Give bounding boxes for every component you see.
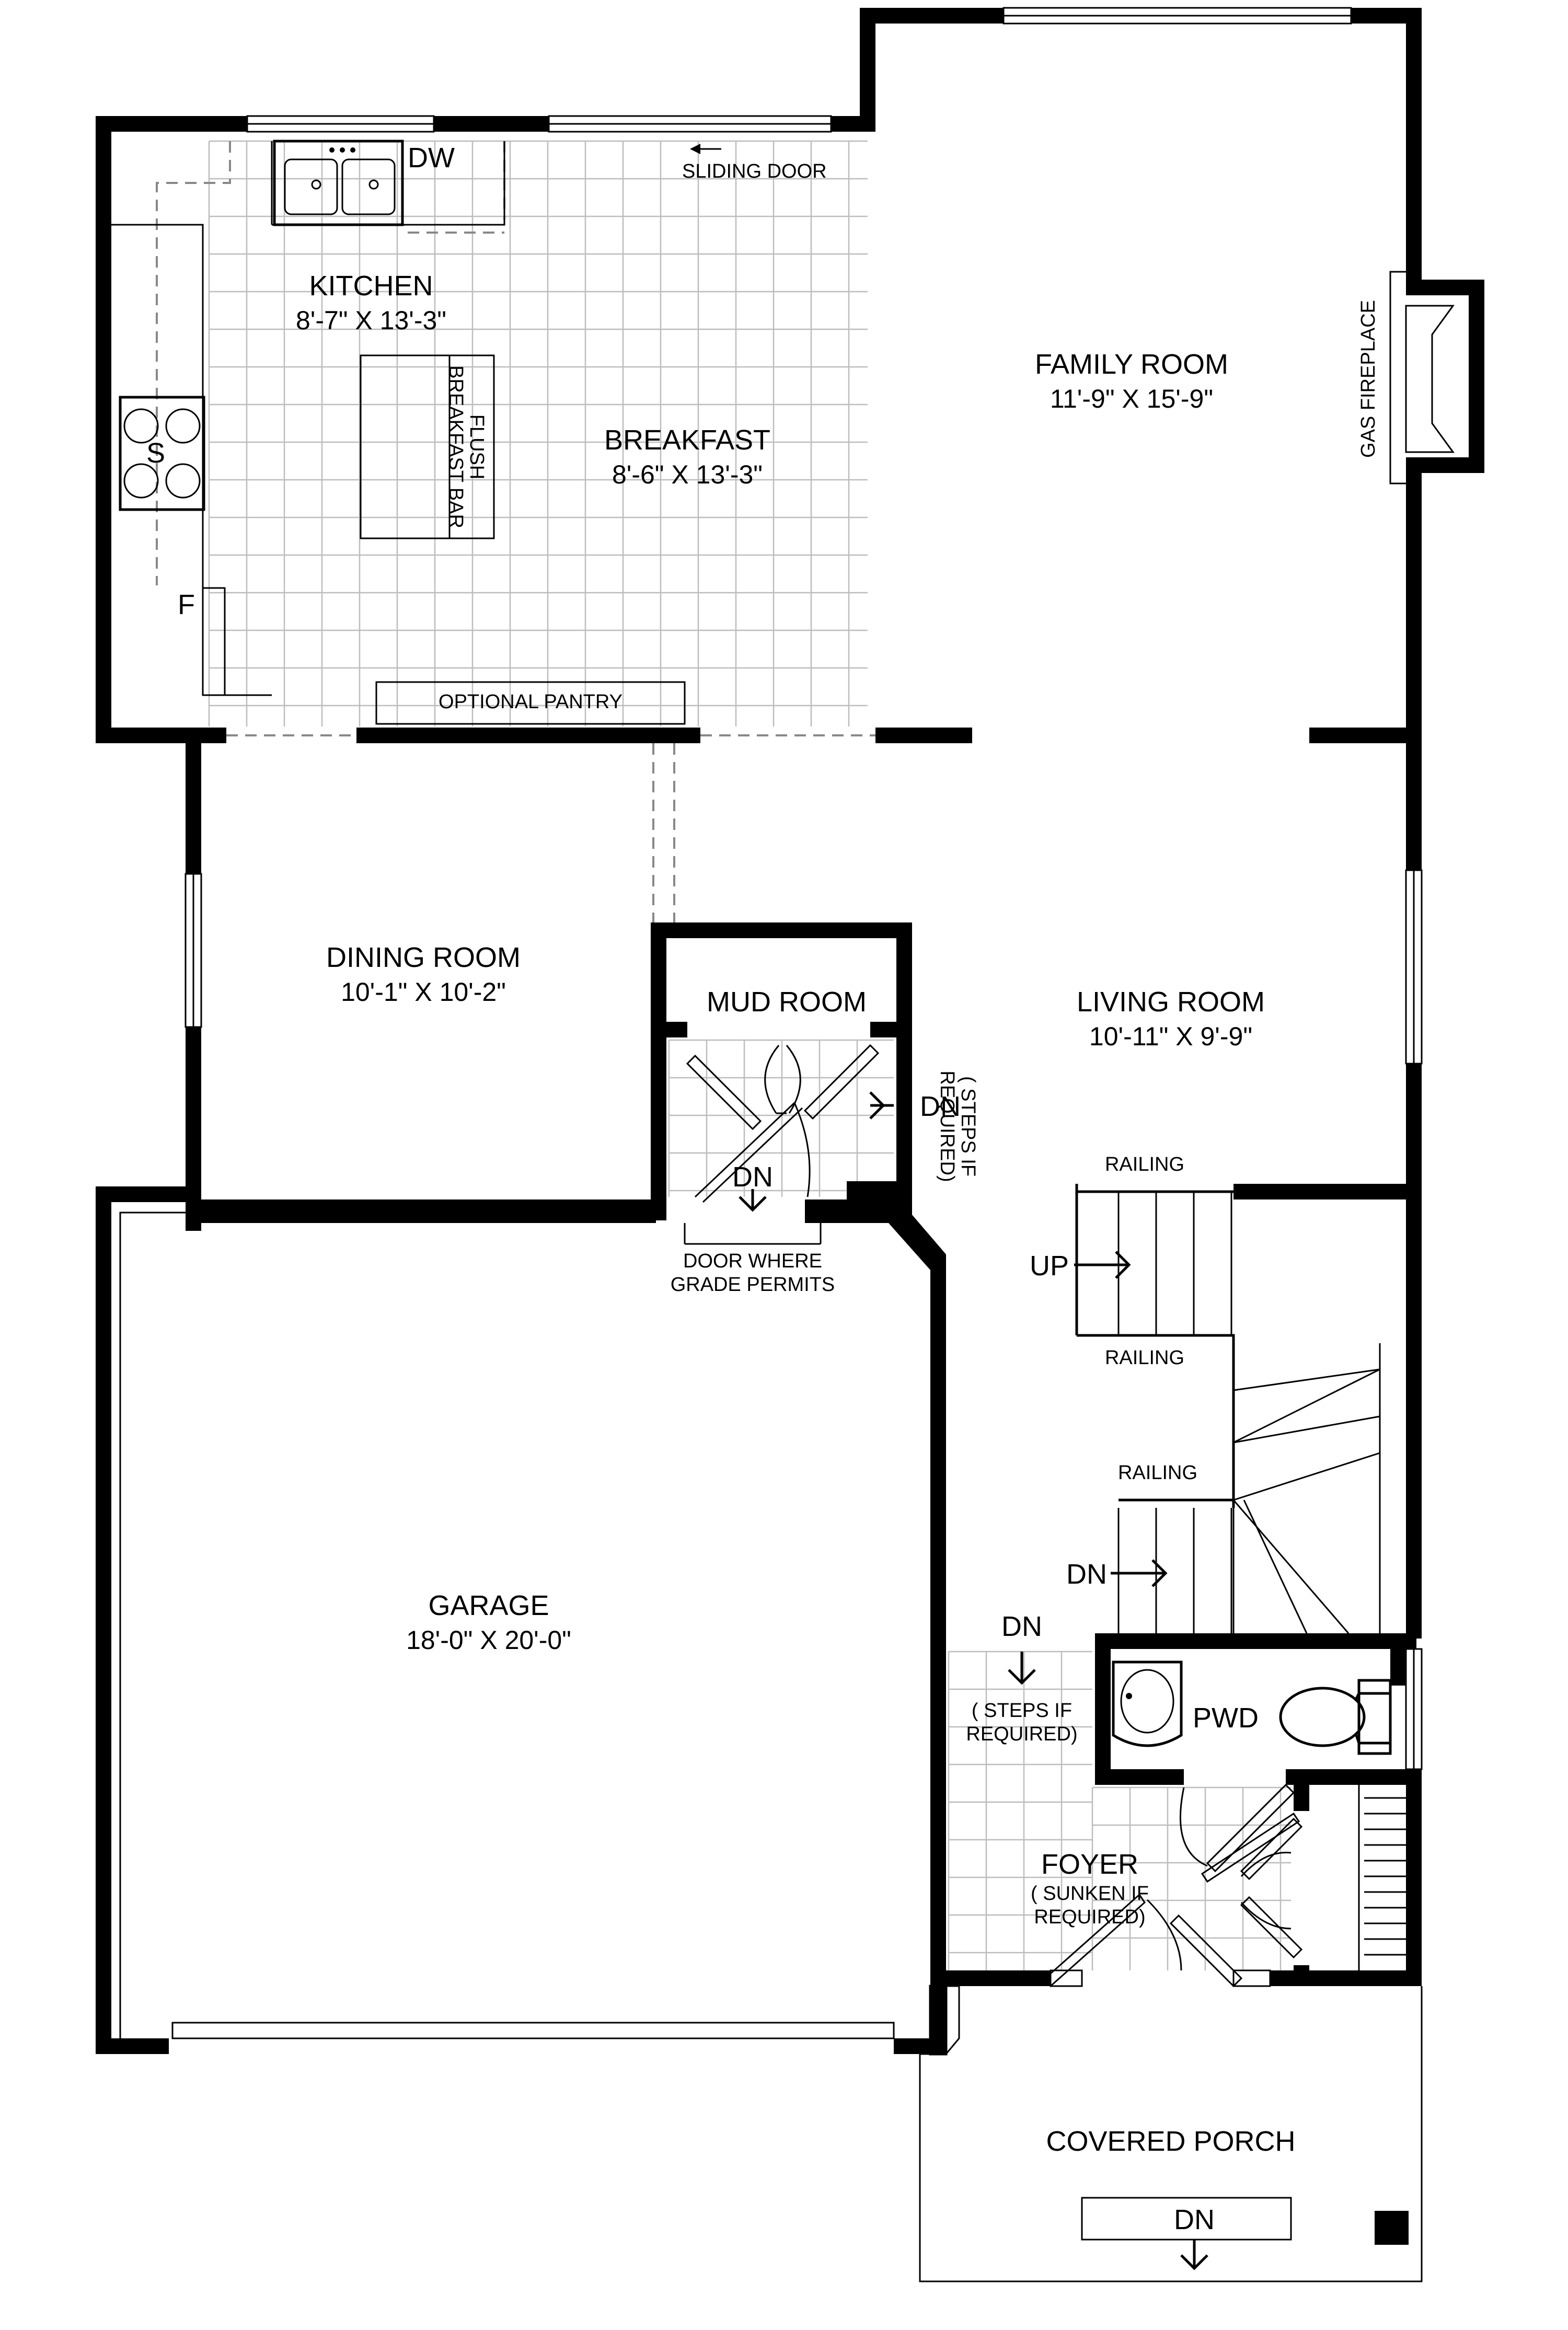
gas-fireplace-label: GAS FIREPLACE [1357,300,1379,458]
fridge-label: F [178,589,195,620]
dining-room-name: DINING ROOM [326,942,521,973]
door-grade-note-1: DOOR WHERE [683,1250,822,1272]
foyer-note-1: ( SUNKEN IF [1031,1883,1149,1905]
mud-steps-note-2: REQUIRED) [936,1070,958,1182]
doors [686,1044,1303,1988]
stair-dn-label: DN [1066,1559,1107,1590]
optional-pantry-label: OPTIONAL PANTRY [439,691,622,713]
living-room-dims: 10'-11" X 9'-9" [1089,1022,1252,1051]
foyer-tile-grid [948,1651,1291,1970]
foyer-name: FOYER [1041,1849,1138,1880]
kitchen-tile-grid [208,140,868,726]
mud-dn-label: DN [920,1091,961,1122]
stove-label: S [146,437,165,469]
door-grade-note-2: GRADE PERMITS [671,1274,835,1296]
notes-labels: DN ( STEPS IF REQUIRED) DN DOOR WHERE GR… [671,1070,1215,2235]
fixture-labels: DW SLIDING DOOR S F FLUSH BREAKFAST BAR … [146,142,1379,713]
railing-label-3: RAILING [1118,1462,1197,1484]
breakfast-dims: 8'-6" X 13'-3" [612,460,763,489]
pwd-sink-icon [1112,1660,1183,1747]
windows [185,7,1423,1987]
foyer-note-2: REQUIRED) [1034,1906,1145,1928]
mud-steps-note-1: ( STEPS IF [957,1076,979,1176]
porch-dn-label: DN [1174,2204,1215,2235]
living-room-name: LIVING ROOM [1077,986,1265,1018]
family-room-name: FAMILY ROOM [1035,349,1228,380]
stove-icon [119,396,205,511]
covered-porch-name: COVERED PORCH [1046,2126,1295,2157]
kitchen-dims: 8'-7" X 13'-3" [296,306,446,335]
dining-room-dims: 10'-1" X 10'-2" [341,977,506,1007]
stair-up-label: UP [1030,1250,1069,1282]
garage-name: GARAGE [428,1590,549,1621]
breakfast-bar-label-2: BREAKFAST BAR [445,365,467,528]
kitchen-name: KITCHEN [309,270,433,302]
foyer-steps-note-2: REQUIRED) [966,1723,1077,1745]
garage-dims: 18'-0" X 20'-0" [406,1625,571,1655]
room-labels: KITCHEN 8'-7" X 13'-3" BREAKFAST 8'-6" X… [296,270,1296,2157]
toilet-icon [1279,1679,1392,1755]
sliding-door-label: SLIDING DOOR [682,160,827,182]
breakfast-name: BREAKFAST [604,424,770,456]
pwd-name: PWD [1193,1702,1259,1734]
family-room-dims: 11'-9" X 15'-9" [1050,384,1213,413]
foyer-steps-note-1: ( STEPS IF [972,1700,1072,1722]
breakfast-bar-label-1: FLUSH [466,414,488,480]
foyer-dn-label: DN [1001,1611,1042,1642]
stair-arrows [739,1091,1208,2270]
railing-label-2: RAILING [1105,1347,1184,1369]
walls [96,8,1484,2245]
kitchen-sink [273,140,404,226]
mud-door-dn-label: DN [732,1161,773,1193]
dishwasher-label: DW [408,142,455,174]
railing-label-1: RAILING [1105,1154,1184,1175]
mud-room-name: MUD ROOM [707,986,867,1018]
